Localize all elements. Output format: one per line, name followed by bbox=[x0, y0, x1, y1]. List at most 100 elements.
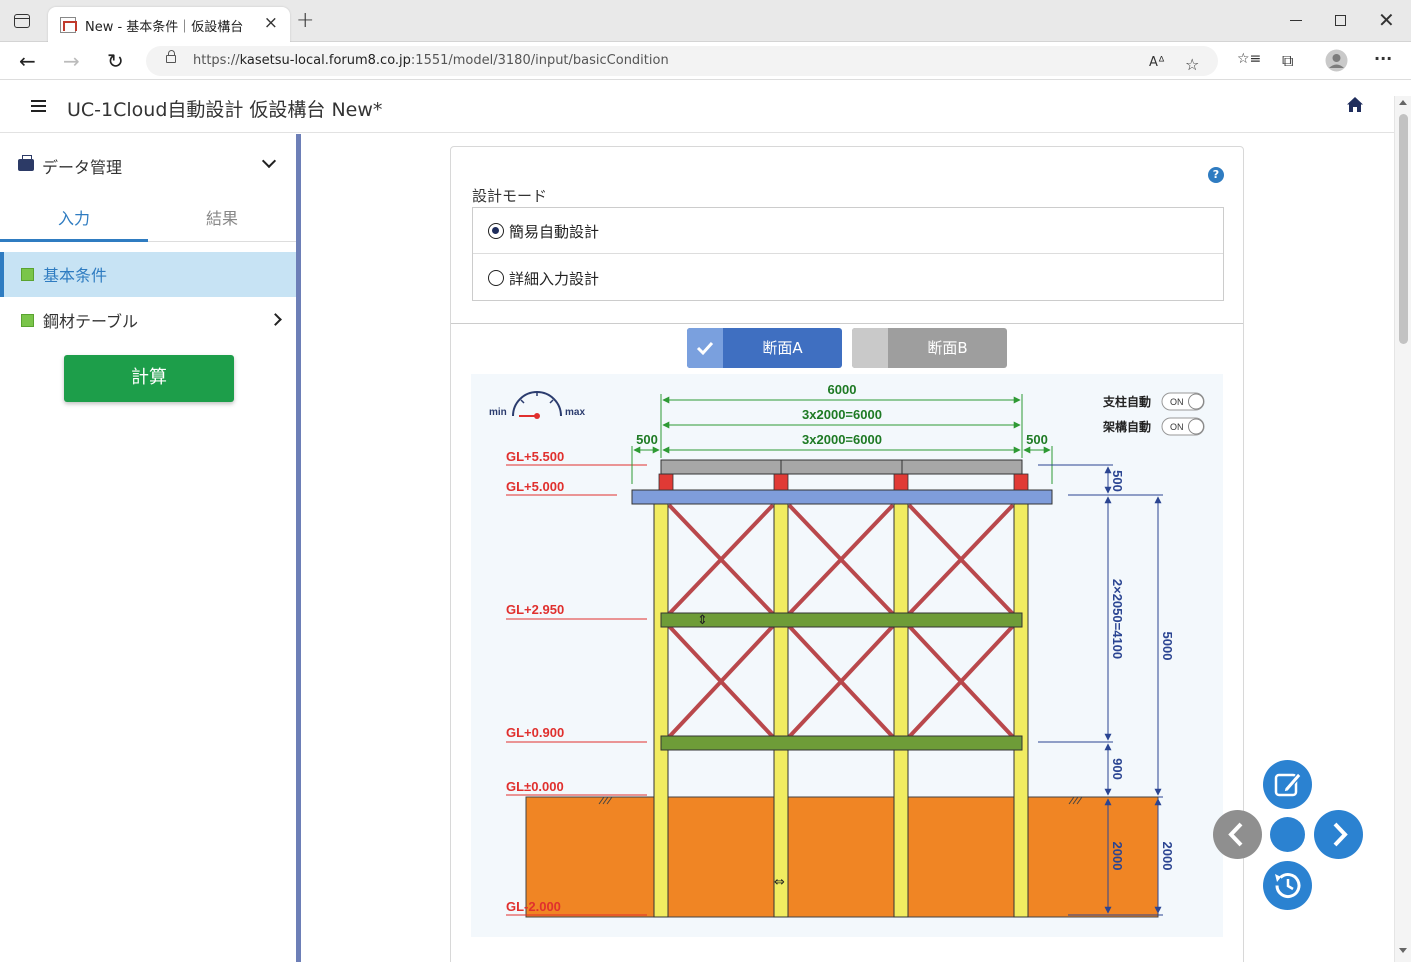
beam-upper bbox=[660, 612, 1023, 628]
deck-plate bbox=[660, 459, 1023, 475]
uncheck-box-icon bbox=[852, 328, 888, 368]
ground-hatch-left bbox=[598, 796, 613, 805]
browser-tab[interactable]: New - 基本条件｜仮設構台 × bbox=[48, 7, 290, 42]
bearing-block bbox=[773, 473, 789, 491]
dim-label-900: 900 bbox=[1110, 758, 1125, 780]
auto-toggles: 支柱自動 ON 架構自動 ON bbox=[1102, 392, 1205, 436]
level-label: GL+5.500 bbox=[506, 449, 564, 464]
collections-icon[interactable]: ⧉ bbox=[1282, 51, 1294, 70]
bearing-block bbox=[893, 473, 909, 491]
history-icon bbox=[1275, 873, 1301, 899]
load-gauge-icon: min max bbox=[489, 391, 585, 419]
window-maximize-icon[interactable] bbox=[1335, 15, 1346, 26]
bearing-block bbox=[658, 473, 674, 491]
scroll-up-icon[interactable] bbox=[1399, 100, 1407, 105]
radio-unchecked-icon[interactable] bbox=[488, 270, 504, 286]
ground-area bbox=[525, 796, 1159, 918]
mode-option-detailed[interactable]: 詳細入力設計 bbox=[473, 255, 1223, 301]
sidebar-item-basic-conditions[interactable]: 基本条件 bbox=[0, 252, 296, 297]
mode-option-label: 詳細入力設計 bbox=[509, 270, 600, 288]
data-management-toggle[interactable]: データ管理 bbox=[18, 152, 278, 178]
vertical-drag-handle-icon: ⇕ bbox=[697, 613, 708, 628]
brace bbox=[907, 503, 1015, 616]
favorites-icon[interactable]: ☆≡ bbox=[1237, 51, 1262, 67]
sidebar: データ管理 入力 結果 基本条件 鋼材テーブル 計算 bbox=[0, 134, 296, 962]
url-field[interactable]: https://kasetsu-local.forum8.co.jp:1551/… bbox=[146, 46, 1218, 76]
gauge-max-label: max bbox=[565, 407, 585, 418]
current-page-indicator[interactable] bbox=[1270, 817, 1305, 852]
page-scrollbar[interactable] bbox=[1394, 96, 1411, 962]
chevron-right-icon bbox=[269, 313, 282, 326]
browser-tab-bar: New - 基本条件｜仮設構台 × + ✕ bbox=[0, 0, 1411, 42]
brace bbox=[787, 503, 895, 616]
dim-label-overall: 6000 bbox=[828, 382, 857, 397]
next-button[interactable] bbox=[1314, 810, 1363, 859]
chevron-right-icon bbox=[1333, 822, 1348, 847]
read-aloud-icon[interactable]: Aᐞ bbox=[1149, 55, 1165, 70]
column bbox=[893, 502, 909, 918]
level-labels: GL+5.500 GL+5.000 GL+2.950 GL+0.900 GL±0… bbox=[506, 449, 564, 914]
back-arrow-icon[interactable]: ← bbox=[19, 49, 36, 73]
new-tab-icon[interactable]: + bbox=[296, 8, 315, 33]
tab-close-icon[interactable]: × bbox=[263, 13, 278, 33]
check-icon bbox=[687, 328, 723, 368]
divider bbox=[451, 323, 1243, 324]
right-dimension-labels: 500 2×2050=4100 900 2000 5000 2000 bbox=[1110, 470, 1175, 870]
section-a-label: 断面A bbox=[762, 339, 803, 357]
history-button[interactable] bbox=[1263, 861, 1312, 910]
mode-option-simple[interactable]: 簡易自動設計 bbox=[473, 208, 1223, 254]
toggle-state: ON bbox=[1170, 397, 1184, 407]
column bbox=[773, 502, 789, 918]
forward-arrow-icon[interactable]: → bbox=[63, 49, 80, 73]
dim-label-upper: 3x2000=6000 bbox=[802, 407, 882, 422]
column bbox=[653, 502, 669, 918]
level-lines bbox=[506, 464, 647, 916]
window-close-icon[interactable]: ✕ bbox=[1378, 8, 1395, 32]
favorite-star-icon[interactable]: ☆ bbox=[1185, 55, 1200, 74]
edit-button[interactable] bbox=[1263, 760, 1312, 809]
profile-avatar-icon[interactable] bbox=[1325, 49, 1348, 72]
brace bbox=[907, 624, 1015, 739]
tab-result[interactable]: 結果 bbox=[205, 209, 238, 228]
more-menu-icon[interactable]: ··· bbox=[1374, 49, 1393, 68]
reload-icon[interactable]: ↻ bbox=[107, 49, 124, 73]
dim-label-4100: 2×2050=4100 bbox=[1110, 579, 1125, 659]
site-favicon-icon bbox=[60, 17, 77, 33]
scroll-thumb[interactable] bbox=[1399, 114, 1408, 344]
dim-label-overhang-right: 500 bbox=[1026, 432, 1048, 447]
app-title: UC-1Cloud自動設計 仮設構台 New* bbox=[67, 99, 383, 121]
tab-actions-icon[interactable] bbox=[14, 14, 30, 28]
ground-hatch-right bbox=[1068, 796, 1083, 805]
brace bbox=[787, 624, 895, 739]
status-square-icon bbox=[21, 268, 34, 281]
level-label: GL+0.900 bbox=[506, 725, 564, 740]
chevron-left-icon bbox=[1228, 822, 1243, 847]
scroll-down-icon[interactable] bbox=[1399, 948, 1407, 953]
sidebar-item-label: 基本条件 bbox=[43, 266, 108, 285]
level-label: GL+2.950 bbox=[506, 602, 564, 617]
top-dimension-labels: 6000 3x2000=6000 3x2000=6000 500 500 bbox=[636, 382, 1048, 447]
hamburger-menu-icon[interactable] bbox=[31, 100, 46, 112]
structure-diagram-svg: ⇕ ⇔ GL+5.500 GL+5.000 GL+2.950 bbox=[489, 382, 1205, 918]
help-icon[interactable]: ? bbox=[1208, 167, 1224, 183]
previous-button[interactable] bbox=[1213, 810, 1262, 859]
tab-input[interactable]: 入力 bbox=[0, 208, 148, 242]
window-minimize-icon[interactable] bbox=[1290, 20, 1302, 21]
calculate-button[interactable]: 計算 bbox=[64, 355, 234, 402]
dim-label-500: 500 bbox=[1110, 470, 1125, 492]
brace bbox=[667, 624, 775, 739]
dim-label-2000-inner: 2000 bbox=[1110, 842, 1125, 871]
cross-braces bbox=[667, 503, 1015, 739]
column-auto-toggle: ON bbox=[1161, 392, 1205, 411]
section-a-button[interactable]: 断面A bbox=[687, 328, 842, 368]
dim-label-lower: 3x2000=6000 bbox=[802, 432, 882, 447]
section-b-label: 断面B bbox=[927, 339, 968, 357]
sidebar-item-steel-table[interactable]: 鋼材テーブル bbox=[0, 298, 296, 343]
home-icon[interactable] bbox=[1346, 96, 1364, 114]
url-text: https://kasetsu-local.forum8.co.jp:1551/… bbox=[193, 53, 669, 68]
sidebar-resize-handle[interactable] bbox=[296, 134, 301, 962]
radio-checked-icon[interactable] bbox=[488, 223, 504, 239]
section-b-button[interactable]: 断面B bbox=[852, 328, 1007, 368]
chevron-down-icon[interactable] bbox=[261, 153, 277, 169]
main-content: ? 設計モード 簡易自動設計 詳細入力設計 断面A bbox=[301, 134, 1394, 962]
